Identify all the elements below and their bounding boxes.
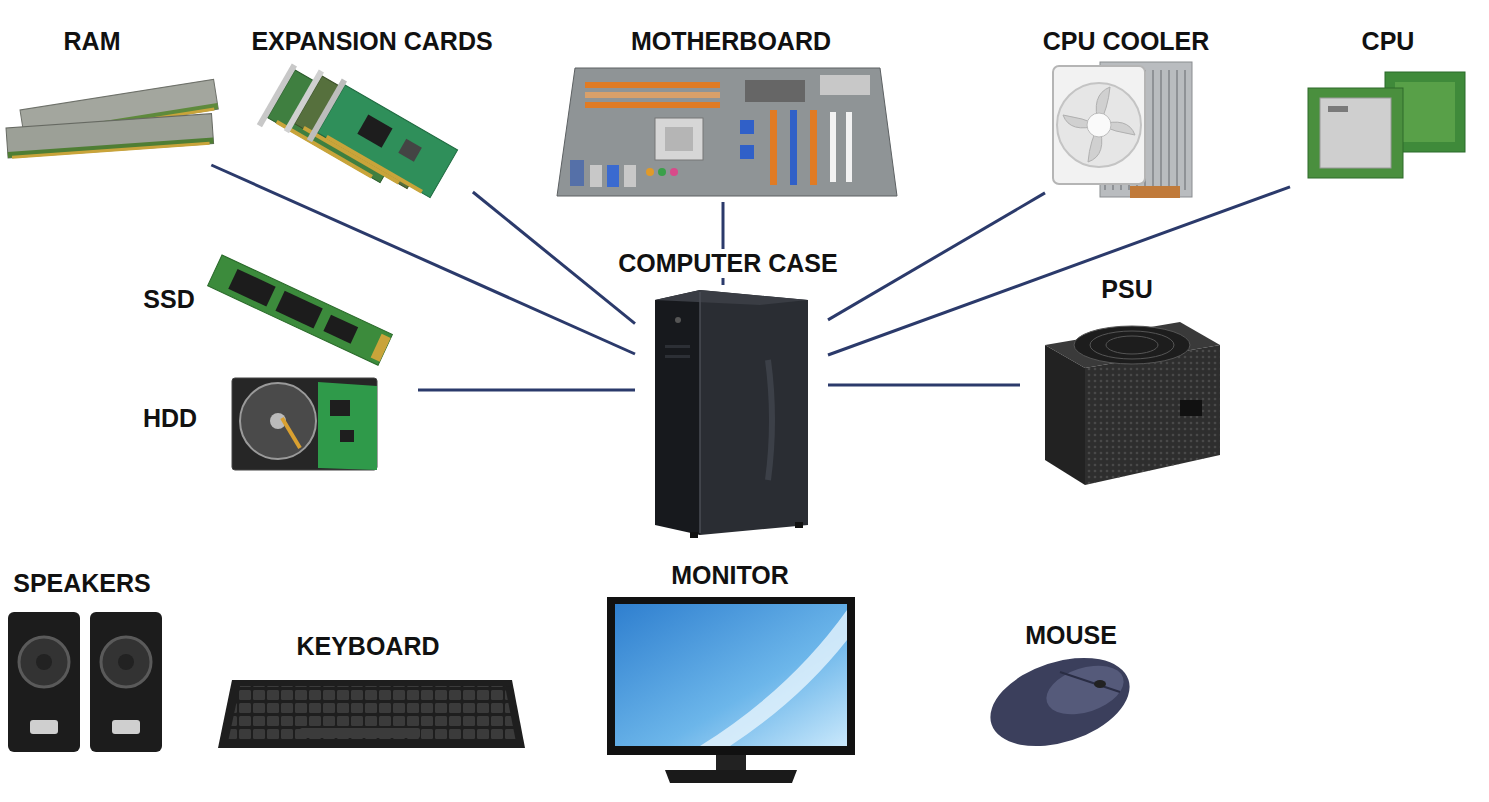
component-node: MONITOR <box>603 593 858 785</box>
component-node: SPEAKERS <box>5 605 173 765</box>
connector-line <box>828 384 1020 387</box>
computer-case-picture <box>655 290 808 538</box>
part-label: RAM <box>59 27 126 56</box>
part-label: MOUSE <box>1020 621 1122 650</box>
connector-line <box>211 165 635 354</box>
component-node: HDD <box>226 372 418 472</box>
part-label: COMPUTER CASE <box>613 249 842 278</box>
ssd-picture <box>208 255 393 365</box>
part-label: CPU <box>1357 27 1420 56</box>
connector-line <box>418 389 635 392</box>
monitor-picture <box>607 597 855 783</box>
expansion-cards-picture <box>257 64 460 208</box>
component-node: SSD <box>210 248 402 366</box>
part-label: SSD <box>138 285 199 314</box>
part-label: MOTHERBOARD <box>626 27 836 56</box>
hdd-picture <box>232 378 377 470</box>
part-label: CPU COOLER <box>1038 27 1215 56</box>
component-node: EXPANSION CARDS <box>262 62 482 192</box>
part-label: EXPANSION CARDS <box>246 27 497 56</box>
component-node: COMPUTER CASE <box>635 285 828 535</box>
connector-line <box>473 192 635 324</box>
cpu-cooler-picture <box>1053 62 1192 198</box>
component-node: CPU COOLER <box>1045 52 1200 200</box>
mouse-picture <box>979 642 1141 763</box>
part-label: MONITOR <box>666 561 794 590</box>
component-node: RAM <box>4 80 220 165</box>
psu-picture <box>1045 322 1220 485</box>
speakers-picture <box>8 612 162 752</box>
component-node: CPU <box>1290 65 1470 190</box>
component-node: MOUSE <box>980 652 1140 748</box>
cpu-picture <box>1308 72 1465 178</box>
part-label: SPEAKERS <box>8 569 156 598</box>
motherboard-picture <box>557 68 897 196</box>
ram-picture <box>6 79 218 159</box>
part-label: PSU <box>1096 275 1157 304</box>
part-label: KEYBOARD <box>291 632 444 661</box>
component-node: MOTHERBOARD <box>557 62 897 202</box>
component-node: PSU <box>1020 318 1222 488</box>
connector-line <box>828 193 1045 320</box>
keyboard-picture <box>218 680 525 748</box>
part-label: HDD <box>138 404 202 433</box>
connector-line <box>828 187 1290 355</box>
component-node: KEYBOARD <box>215 668 527 754</box>
